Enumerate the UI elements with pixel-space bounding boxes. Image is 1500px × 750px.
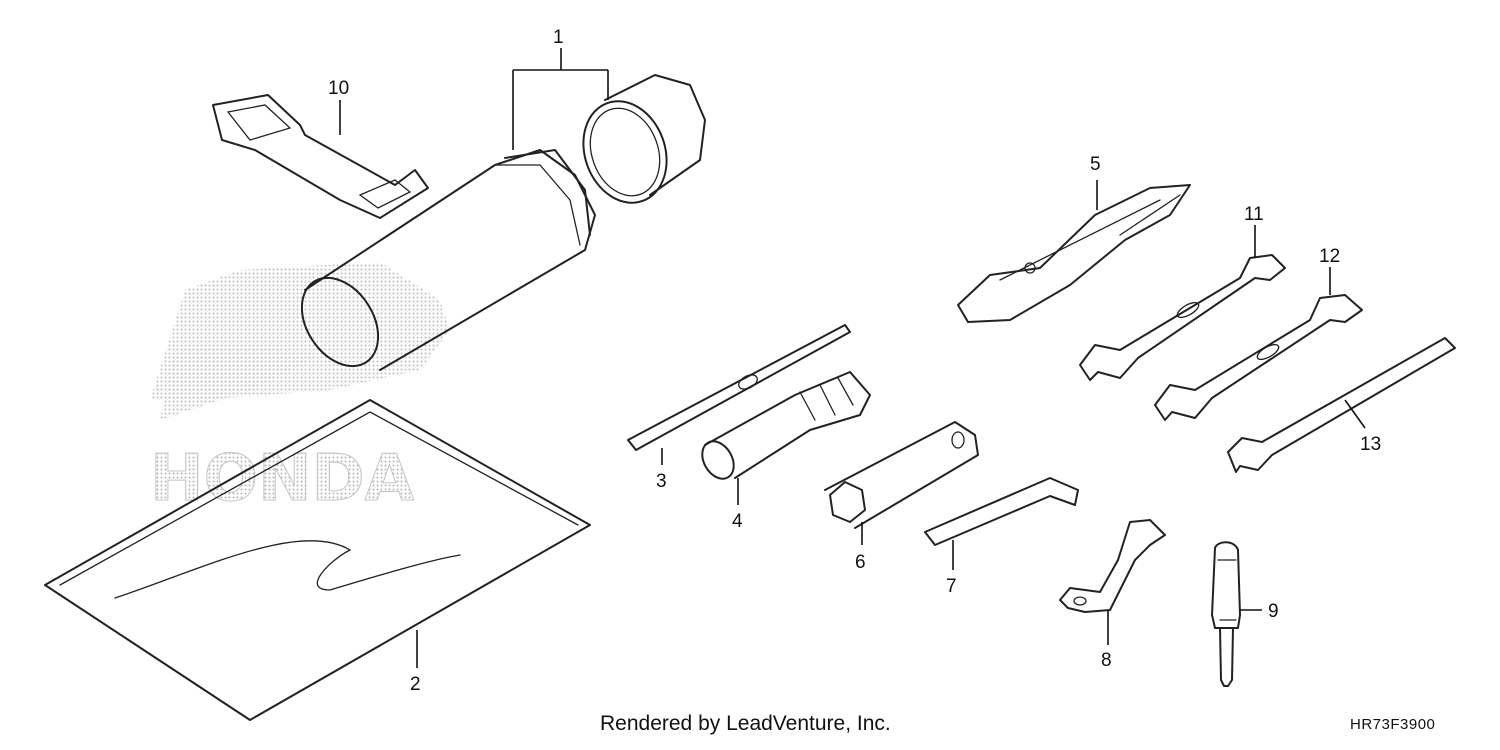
- callout-1[interactable]: 1: [553, 27, 564, 48]
- part-8-bracket-wrench[interactable]: [1059, 519, 1166, 613]
- honda-wordmark: HONDA: [150, 442, 416, 517]
- leader-lines: [339, 48, 1366, 668]
- callout-12[interactable]: 12: [1319, 246, 1340, 267]
- callout-6[interactable]: 6: [855, 552, 866, 573]
- part-6-box-wrench[interactable]: [824, 421, 979, 529]
- part-2-manual-bag[interactable]: [44, 399, 591, 721]
- callout-2[interactable]: 2: [410, 674, 421, 695]
- callout-8[interactable]: 8: [1101, 650, 1112, 671]
- callout-11[interactable]: 11: [1244, 204, 1264, 225]
- part-11-wrench[interactable]: [1079, 254, 1286, 381]
- svg-text:HONDA: HONDA: [150, 442, 415, 516]
- callout-13[interactable]: 13: [1360, 434, 1381, 455]
- part-13-spanner[interactable]: [1227, 337, 1456, 473]
- honda-wing-logo-icon: [150, 262, 450, 420]
- callout-10[interactable]: 10: [328, 78, 349, 99]
- part-12-wrench[interactable]: [1154, 294, 1363, 421]
- part-4-handle[interactable]: [696, 371, 871, 484]
- render-credit: Rendered by LeadVenture, Inc.: [600, 712, 891, 735]
- callout-3[interactable]: 3: [656, 471, 667, 492]
- part-1-tool-tube[interactable]: [286, 149, 596, 380]
- part-10-strap[interactable]: [212, 94, 429, 219]
- part-7-hex-wrench[interactable]: [924, 477, 1079, 546]
- callout-9[interactable]: 9: [1268, 601, 1279, 622]
- part-9-screwdriver[interactable]: [1211, 541, 1241, 687]
- callouts: 1 2 3 4 5 6 7 8 9 10 11 12 13: [328, 27, 1381, 695]
- diagram-code: HR73F3900: [1350, 716, 1436, 733]
- part-1-tube-cap[interactable]: [570, 74, 706, 215]
- part-3-screwdriver-shaft[interactable]: [627, 324, 851, 451]
- callout-7[interactable]: 7: [946, 576, 957, 597]
- callout-5[interactable]: 5: [1090, 154, 1101, 175]
- callout-4[interactable]: 4: [732, 511, 743, 532]
- part-5-pliers[interactable]: [957, 184, 1191, 323]
